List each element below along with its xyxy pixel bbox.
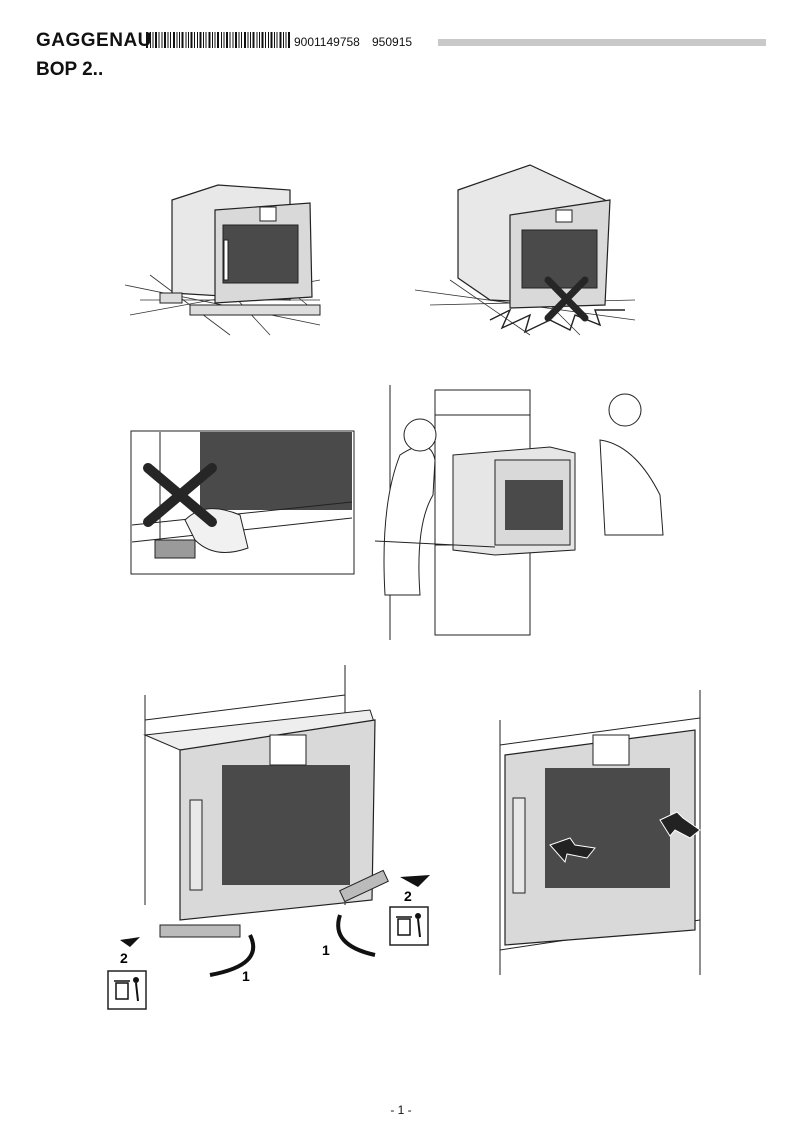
barcode bbox=[146, 32, 290, 48]
grip-detail-wrong-figure bbox=[130, 430, 355, 575]
recycle-bin-icon bbox=[389, 906, 429, 946]
page-number: - 1 - bbox=[390, 1103, 412, 1117]
step-label: 1 bbox=[242, 968, 250, 984]
model-title: BOP 2.. bbox=[36, 59, 104, 80]
wrong-x-icon bbox=[143, 463, 217, 527]
oven-on-blocks-figure bbox=[124, 184, 321, 336]
recycle-bin-icon bbox=[107, 970, 147, 1010]
header-rule bbox=[438, 39, 766, 46]
step-label: 2 bbox=[404, 888, 412, 904]
wrong-x-icon bbox=[544, 276, 589, 322]
document-code: 950915 bbox=[372, 35, 413, 49]
oven-tipping-wrong-figure bbox=[414, 164, 636, 336]
brand-logo: GAGGENAU bbox=[36, 30, 152, 51]
step-label: 1 bbox=[322, 942, 330, 958]
step-label: 2 bbox=[120, 950, 128, 966]
push-oven-in-figure bbox=[499, 690, 701, 975]
arrow-icon bbox=[120, 875, 430, 947]
two-person-installation-figure bbox=[375, 385, 664, 640]
page-header: GAGGENAU 9001149758 950915 BOP 2.. bbox=[0, 0, 802, 90]
part-number: 9001149758 bbox=[294, 35, 360, 49]
remove-transport-blocks-figure: 1 2 1 2 bbox=[107, 665, 430, 1010]
arrow-icon bbox=[549, 811, 701, 864]
